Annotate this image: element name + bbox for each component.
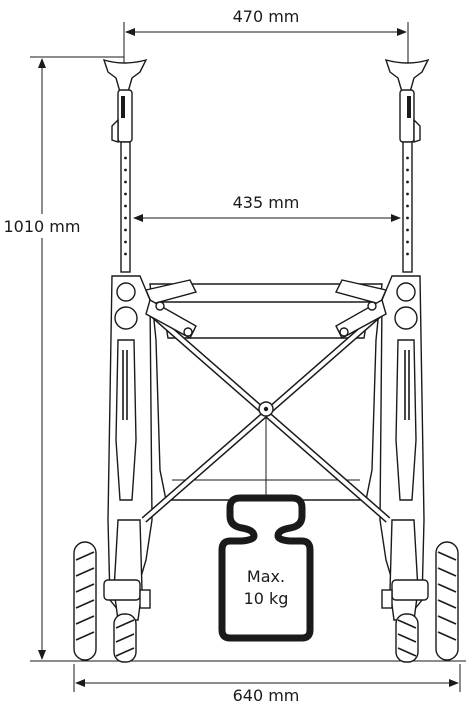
label-height: 1010 mm xyxy=(4,217,81,236)
left-adjust-tube xyxy=(120,141,131,273)
left-outer-wheel xyxy=(73,541,97,661)
weight-label-max: Max. xyxy=(247,567,285,586)
weight-icon: Max. 10 kg xyxy=(218,494,314,642)
rollator-drawing: 435 mm xyxy=(73,58,459,663)
left-inner-wheel xyxy=(113,613,137,663)
height-label-backdrop xyxy=(2,214,82,238)
left-lower-leg xyxy=(103,519,151,621)
dimension-base-width: 640 mm xyxy=(73,664,461,705)
dimension-inner-width: 435 mm xyxy=(133,193,401,222)
left-handle xyxy=(102,58,148,143)
dimension-handle-width: 470 mm xyxy=(123,7,409,70)
basket xyxy=(145,279,387,501)
right-inner-wheel xyxy=(395,613,419,663)
cross-braces xyxy=(141,298,391,523)
right-outer-wheel xyxy=(435,541,459,661)
weight-label-value: 10 kg xyxy=(244,589,289,608)
label-inner-width: 435 mm xyxy=(233,193,300,212)
label-handle-width: 470 mm xyxy=(233,7,300,26)
right-adjust-tube xyxy=(402,141,413,273)
right-handle xyxy=(384,58,430,143)
dimension-height: 1010 mm xyxy=(2,56,466,662)
label-base-width: 640 mm xyxy=(233,686,300,705)
